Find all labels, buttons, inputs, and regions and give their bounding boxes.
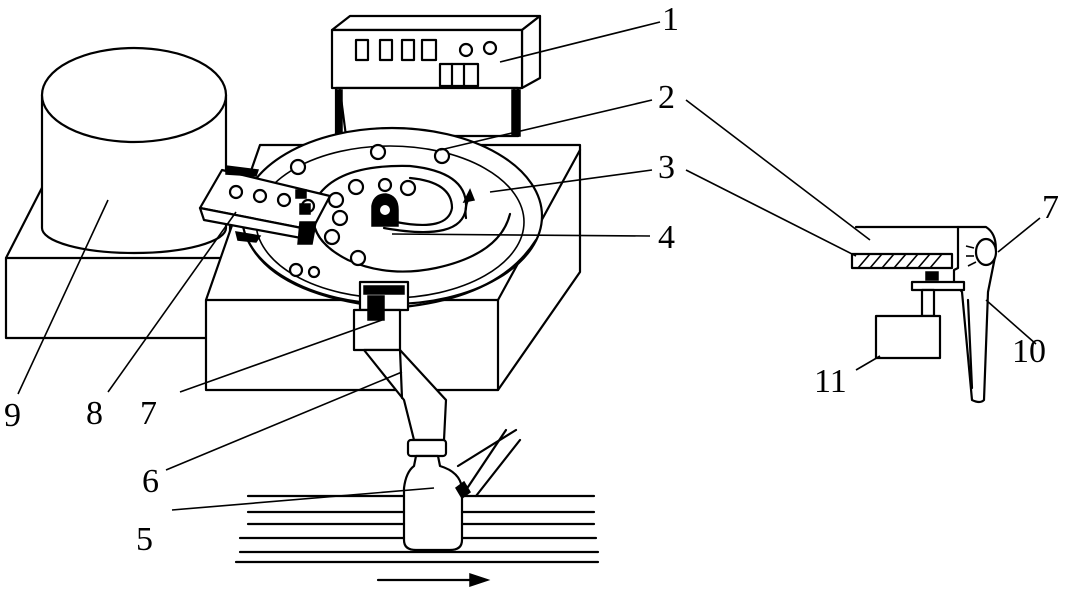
- label-9: 9: [4, 397, 21, 434]
- vibratory-bowl: [240, 126, 544, 310]
- label-7-detail: 7: [1042, 189, 1059, 226]
- hopper-cylinder: [40, 46, 228, 255]
- label-2: 2: [658, 79, 675, 116]
- label-8: 8: [86, 395, 103, 432]
- label-7: 7: [140, 395, 157, 432]
- capping-head: [352, 280, 410, 352]
- label-11: 11: [814, 363, 847, 400]
- label-1: 1: [662, 1, 679, 38]
- label-3: 3: [658, 149, 675, 186]
- label-4: 4: [658, 219, 675, 256]
- leader-lines: [17, 21, 1041, 511]
- conveyor: [234, 494, 600, 588]
- bottle: [402, 428, 522, 552]
- label-5: 5: [136, 521, 153, 558]
- part-labels: 1 2 3 4 5 6 7 8 9 7 10 11: [4, 1, 1059, 558]
- control-cabinet: [330, 14, 542, 138]
- label-6: 6: [142, 463, 159, 500]
- detail-view: [850, 225, 998, 404]
- label-10: 10: [1012, 333, 1046, 370]
- sorting-chute: [198, 165, 332, 245]
